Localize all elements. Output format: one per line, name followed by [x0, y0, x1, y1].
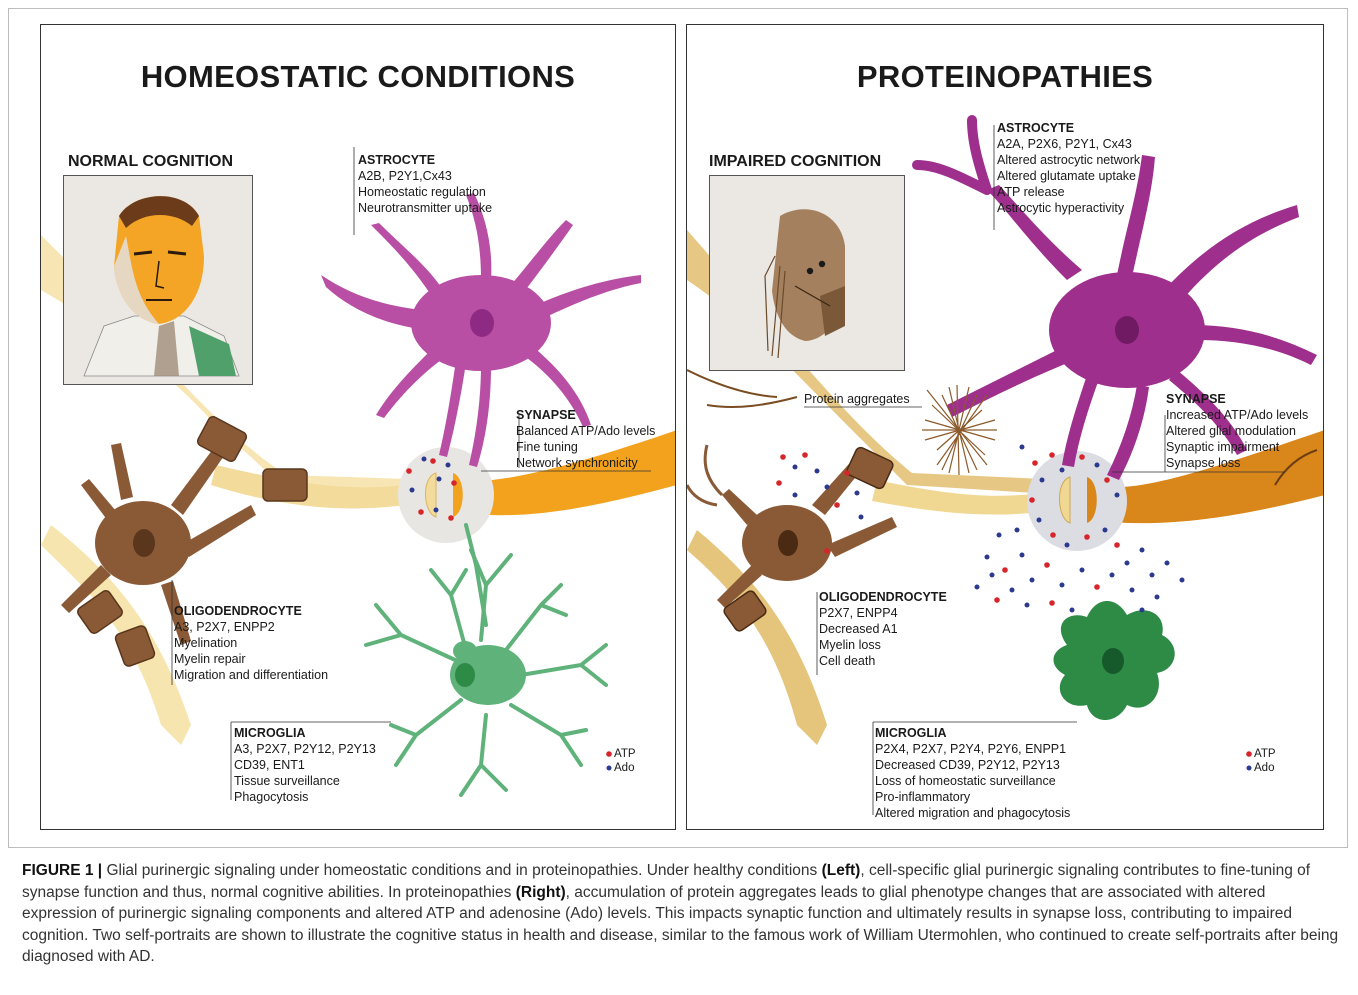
microglia-heading: MICROGLIA [234, 725, 376, 741]
legend-left: ATP Ado [614, 747, 636, 775]
oligodendrocyte-heading: OLIGODENDROCYTE [174, 603, 328, 619]
microglia-line: CD39, ENT1 [234, 757, 376, 773]
synapse-line: Altered glial modulation [1166, 423, 1308, 439]
oligodendrocyte-line: Myelin loss [819, 637, 947, 653]
microglia-line: P2X4, P2X7, P2Y4, P2Y6, ENPP1 [875, 741, 1070, 757]
microglia-line: Phagocytosis [234, 789, 376, 805]
oligodendrocyte-line: Myelination [174, 635, 328, 651]
right-title: PROTEINOPATHIES [687, 59, 1323, 95]
caption-label: FIGURE 1 | [22, 862, 102, 879]
synapse-line: Increased ATP/Ado levels [1166, 407, 1308, 423]
self-portrait-normal [63, 175, 253, 385]
microglia-line: Pro-inflammatory [875, 789, 1070, 805]
astrocyte-line: ATP release [997, 184, 1140, 200]
oligodendrocyte-heading: OLIGODENDROCYTE [819, 589, 947, 605]
astrocyte-info: ASTROCYTE A2A, P2X6, P2Y1, Cx43 Altered … [997, 120, 1140, 216]
oligodendrocyte-line: P2X7, ENPP4 [819, 605, 947, 621]
microglia-line: Altered migration and phagocytosis [875, 805, 1070, 821]
oligodendrocyte-line: Myelin repair [174, 651, 328, 667]
portrait-face-icon [710, 176, 904, 370]
caption-bold-right: (Right) [516, 884, 566, 901]
legend-atp: ATP [614, 747, 636, 761]
astrocyte-heading: ASTROCYTE [997, 120, 1140, 136]
synapse-line: Fine tuning [516, 439, 655, 455]
oligodendrocyte-info: OLIGODENDROCYTE P2X7, ENPP4 Decreased A1… [819, 589, 947, 669]
oligodendrocyte-line: Migration and differentiation [174, 667, 328, 683]
left-panel-homeostatic: HOMEOSTATIC CONDITIONS NORMAL COGNITION … [40, 24, 676, 830]
synapse-info: SYNAPSE Increased ATP/Ado levels Altered… [1166, 391, 1308, 471]
astrocyte-info: ASTROCYTE A2B, P2Y1,Cx43 Homeostatic reg… [358, 152, 492, 216]
microglia-info: MICROGLIA P2X4, P2X7, P2Y4, P2Y6, ENPP1 … [875, 725, 1070, 821]
normal-cognition-label: NORMAL COGNITION [68, 153, 233, 171]
caption-bold-left: (Left) [822, 862, 861, 879]
astrocyte-line: Astrocytic hyperactivity [997, 200, 1140, 216]
microglia-heading: MICROGLIA [875, 725, 1070, 741]
astrocyte-line: Neurotransmitter uptake [358, 200, 492, 216]
synapse-info: SYNAPSE Balanced ATP/Ado levels Fine tun… [516, 407, 655, 471]
left-title: HOMEOSTATIC CONDITIONS [41, 59, 675, 95]
microglia-line: Loss of homeostatic surveillance [875, 773, 1070, 789]
legend-ado: Ado [614, 761, 636, 775]
oligodendrocyte-line: A3, P2X7, ENPP2 [174, 619, 328, 635]
figure-caption: FIGURE 1 | Glial purinergic signaling un… [22, 860, 1342, 968]
oligodendrocyte-info: OLIGODENDROCYTE A3, P2X7, ENPP2 Myelinat… [174, 603, 328, 683]
legend-right: ATP Ado [1254, 747, 1276, 775]
microglia-line: A3, P2X7, P2Y12, P2Y13 [234, 741, 376, 757]
synapse-heading: SYNAPSE [1166, 391, 1308, 407]
synapse-line: Network synchronicity [516, 455, 655, 471]
legend-ado: Ado [1254, 761, 1276, 775]
microglia-info: MICROGLIA A3, P2X7, P2Y12, P2Y13 CD39, E… [234, 725, 376, 805]
astrocyte-line: Homeostatic regulation [358, 184, 492, 200]
impaired-cognition-label: IMPAIRED COGNITION [709, 153, 881, 171]
portrait-face-icon [64, 176, 252, 384]
microglia-line: Tissue surveillance [234, 773, 376, 789]
synapse-line: Synaptic impairment [1166, 439, 1308, 455]
astrocyte-heading: ASTROCYTE [358, 152, 492, 168]
legend-atp: ATP [1254, 747, 1276, 761]
astrocyte-line: Altered astrocytic network [997, 152, 1140, 168]
astrocyte-line: A2A, P2X6, P2Y1, Cx43 [997, 136, 1140, 152]
self-portrait-impaired [709, 175, 905, 371]
astrocyte-line: Altered glutamate uptake [997, 168, 1140, 184]
protein-aggregates-label: Protein aggregates [804, 391, 910, 407]
synapse-line: Synapse loss [1166, 455, 1308, 471]
astrocyte-line: A2B, P2Y1,Cx43 [358, 168, 492, 184]
synapse-heading: SYNAPSE [516, 407, 655, 423]
caption-text: Glial purinergic signaling under homeost… [102, 862, 821, 879]
oligodendrocyte-line: Cell death [819, 653, 947, 669]
microglia-line: Decreased CD39, P2Y12, P2Y13 [875, 757, 1070, 773]
right-panel-proteinopathies: PROTEINOPATHIES IMPAIRED COGNITION ASTRO… [686, 24, 1324, 830]
oligodendrocyte-line: Decreased A1 [819, 621, 947, 637]
synapse-line: Balanced ATP/Ado levels [516, 423, 655, 439]
